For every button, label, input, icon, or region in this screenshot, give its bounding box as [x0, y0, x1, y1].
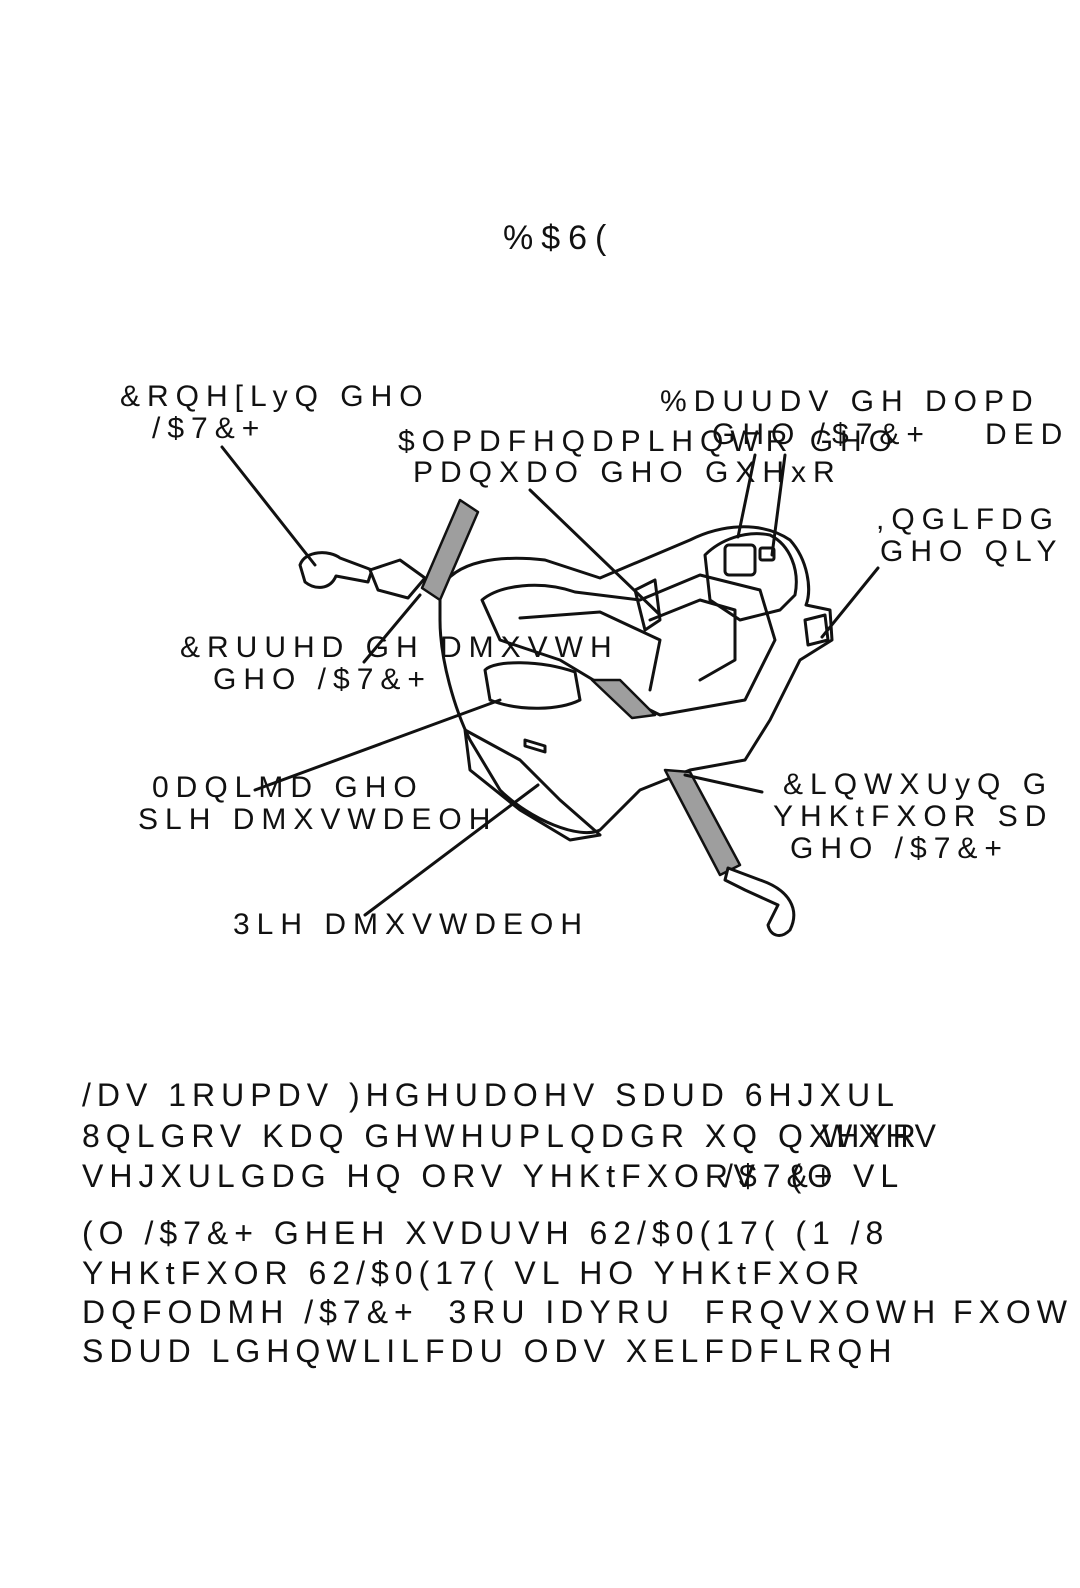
label-cinturon-line1: &LQWXUyQ G	[783, 768, 1054, 801]
label-barras-line1: %DUUDV GH DOPD	[660, 385, 1040, 418]
label-almacenamiento-line2: PDQXDO GHO GXHxR	[413, 456, 842, 489]
label-barras-line3: DED	[985, 418, 1070, 451]
label-cinturon-line3: GHO /$7&+	[790, 832, 1009, 865]
adjustable-foot	[463, 728, 602, 842]
paragraph-1-line2: 8QLGRV KDQ GHWHUPLQDGR XQ QXHYR	[82, 1118, 922, 1154]
leader-manija	[253, 698, 502, 792]
label-barras-line2: GHO /$7&+	[712, 418, 931, 451]
label-correa-line2: GHO /$7&+	[213, 663, 432, 696]
paragraph-1-line1: /DV 1RUPDV )HGHUDOHV SDUD 6HJXUL	[82, 1077, 900, 1113]
latch-hook-right	[723, 866, 796, 937]
paragraph-2-line4: SDUD LGHQWLILFDU ODV XELFDFLRQH	[82, 1333, 898, 1369]
foot-handle	[483, 661, 582, 710]
latch-hook-left	[298, 551, 374, 589]
leader-conexion	[220, 445, 317, 567]
label-indicador-line1: ,QGLFDG	[876, 503, 1061, 536]
label-almacenamiento-line1: $OPDFHQDPLHQWR GHO	[398, 425, 900, 458]
label-correa-line1: &RUUHD GH DMXVWH	[180, 631, 619, 664]
leader-barras-1	[736, 453, 757, 539]
paragraph-2-line3: DQFODMH /$7&+ 3RU IDYRU FRQVXOWH	[82, 1294, 942, 1330]
leader-almacenamiento	[528, 488, 662, 617]
paragraph-1-overlay-1: WXHV	[822, 1118, 942, 1154]
leader-barras-2	[770, 453, 787, 557]
page-title: %$6(	[503, 219, 615, 257]
label-conexion-line1: &RQH[LyQ GHO	[120, 380, 430, 413]
leader-cinturon	[683, 773, 764, 794]
paragraph-1-line3: VHJXULGDG HQ ORV YHKtFXORV (O VL	[82, 1158, 905, 1194]
latch-adjuster-buckle	[368, 558, 427, 600]
base-outer-shell	[438, 525, 834, 835]
latch-strap-left	[420, 498, 480, 602]
label-pie-ajustable: 3LH DMXVWDEOH	[233, 908, 590, 941]
rear-upright	[703, 532, 798, 622]
paragraph-2-line2: YHKtFXOR 62/$0(17( VL HO YHKtFXOR	[82, 1255, 866, 1291]
leader-pie	[363, 783, 540, 917]
latch-strap-right	[663, 768, 742, 877]
label-manija-line1: 0DQLMD GHO	[152, 771, 424, 804]
paragraph-1-overlay-2: /$7&+	[724, 1158, 839, 1194]
label-conexion-line2: /$7&+	[152, 412, 267, 445]
label-manija-line2: SLH DMXVWDEOH	[138, 803, 498, 836]
label-indicador-line2: GHO QLY	[880, 535, 1064, 568]
level-indicator	[803, 613, 830, 647]
paragraph-2-overlay-1: FXOW	[953, 1294, 1073, 1330]
leader-correa	[362, 593, 422, 664]
paragraph-2-line1: (O /$7&+ GHEH XVDUVH 62/$0(17( (1 /8	[82, 1215, 890, 1251]
leader-indicador	[820, 566, 880, 639]
label-cinturon-line2: YHKtFXOR SD	[773, 800, 1054, 833]
